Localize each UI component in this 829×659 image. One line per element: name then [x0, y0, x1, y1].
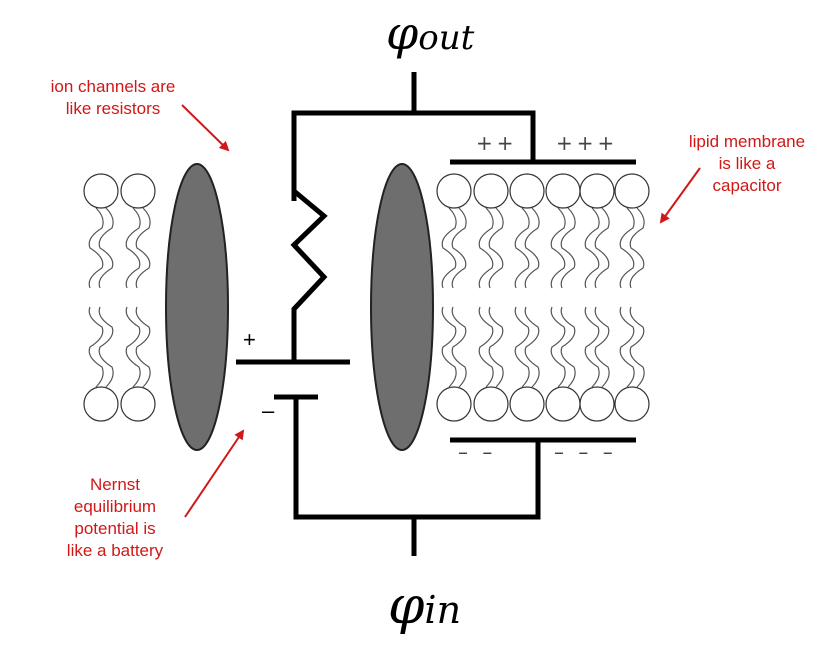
lipid-tail	[594, 306, 610, 388]
lipid-head	[509, 173, 545, 209]
lipid-tail	[584, 306, 600, 388]
lipid-tail	[125, 306, 141, 388]
ion-channel-right	[370, 163, 434, 451]
lipid-tail	[584, 207, 600, 289]
lipid-tail	[560, 207, 576, 289]
battery-minus-sign: –	[262, 398, 275, 423]
lipid-head	[473, 386, 509, 422]
lipid-head	[614, 173, 650, 209]
capacitor-top-charges-right: +++	[556, 131, 619, 155]
annotation-nernst: Nernst equilibrium potential is like a b…	[66, 475, 164, 560]
ion-channel-left	[165, 163, 229, 451]
lipid-tail	[619, 306, 635, 388]
lipid-tail	[88, 306, 104, 388]
lipid-head	[473, 173, 509, 209]
lipid-tail	[524, 306, 540, 388]
lipid-head	[545, 386, 581, 422]
lipid-tail	[550, 306, 566, 388]
lipid-tail	[98, 306, 114, 388]
lipid-tail	[451, 207, 467, 289]
lipid-head	[120, 386, 156, 422]
lipid-head	[579, 173, 615, 209]
lipid-tail	[88, 207, 104, 289]
lipid-tail	[125, 207, 141, 289]
lipid-tail	[98, 207, 114, 289]
lipid-tail	[135, 207, 151, 289]
lipid-tail	[629, 306, 645, 388]
lipid-tail	[441, 306, 457, 388]
lipid-head	[545, 173, 581, 209]
right-bilayer	[436, 173, 650, 422]
lipid-tail	[478, 207, 494, 289]
lipid-tail	[550, 207, 566, 289]
lipid-head	[120, 173, 156, 209]
lipid-head	[83, 173, 119, 209]
lipid-tail	[488, 207, 504, 289]
phi-out-label: φout	[386, 6, 475, 60]
capacitor-top-charges-left: ++	[476, 131, 518, 155]
lipid-head	[509, 386, 545, 422]
lipid-tail	[514, 207, 530, 289]
circuit-wires	[236, 72, 636, 556]
lipid-tail	[524, 207, 540, 289]
lipid-tail	[619, 207, 635, 289]
phi-in-label: φin	[388, 576, 462, 636]
capacitor-bottom-charges-right: – – –	[554, 440, 617, 464]
lipid-tail	[560, 306, 576, 388]
lipid-head	[579, 386, 615, 422]
arrow-ion-channels	[181, 104, 230, 152]
lipid-tail	[135, 306, 151, 388]
lipid-tail	[441, 207, 457, 289]
arrow-nernst	[184, 429, 245, 518]
lipid-tail	[514, 306, 530, 388]
lipid-tail	[629, 207, 645, 289]
capacitor-bottom-charges-left: – –	[458, 440, 497, 464]
lipid-head	[436, 173, 472, 209]
lipid-tail	[478, 306, 494, 388]
resistor	[290, 189, 328, 361]
lipid-tail	[451, 306, 467, 388]
lipid-tail	[488, 306, 504, 388]
arrow-lipid-membrane	[659, 167, 701, 224]
annotation-lipid-membrane: lipid membrane is like a capacitor	[688, 132, 806, 195]
lipid-head	[614, 386, 650, 422]
lipid-head	[436, 386, 472, 422]
lipid-head	[83, 386, 119, 422]
annotation-ion-channels: ion channels are like resistors	[50, 77, 176, 118]
battery-plus-sign: +	[243, 327, 256, 352]
lipid-tail	[594, 207, 610, 289]
left-bilayer	[83, 173, 156, 422]
